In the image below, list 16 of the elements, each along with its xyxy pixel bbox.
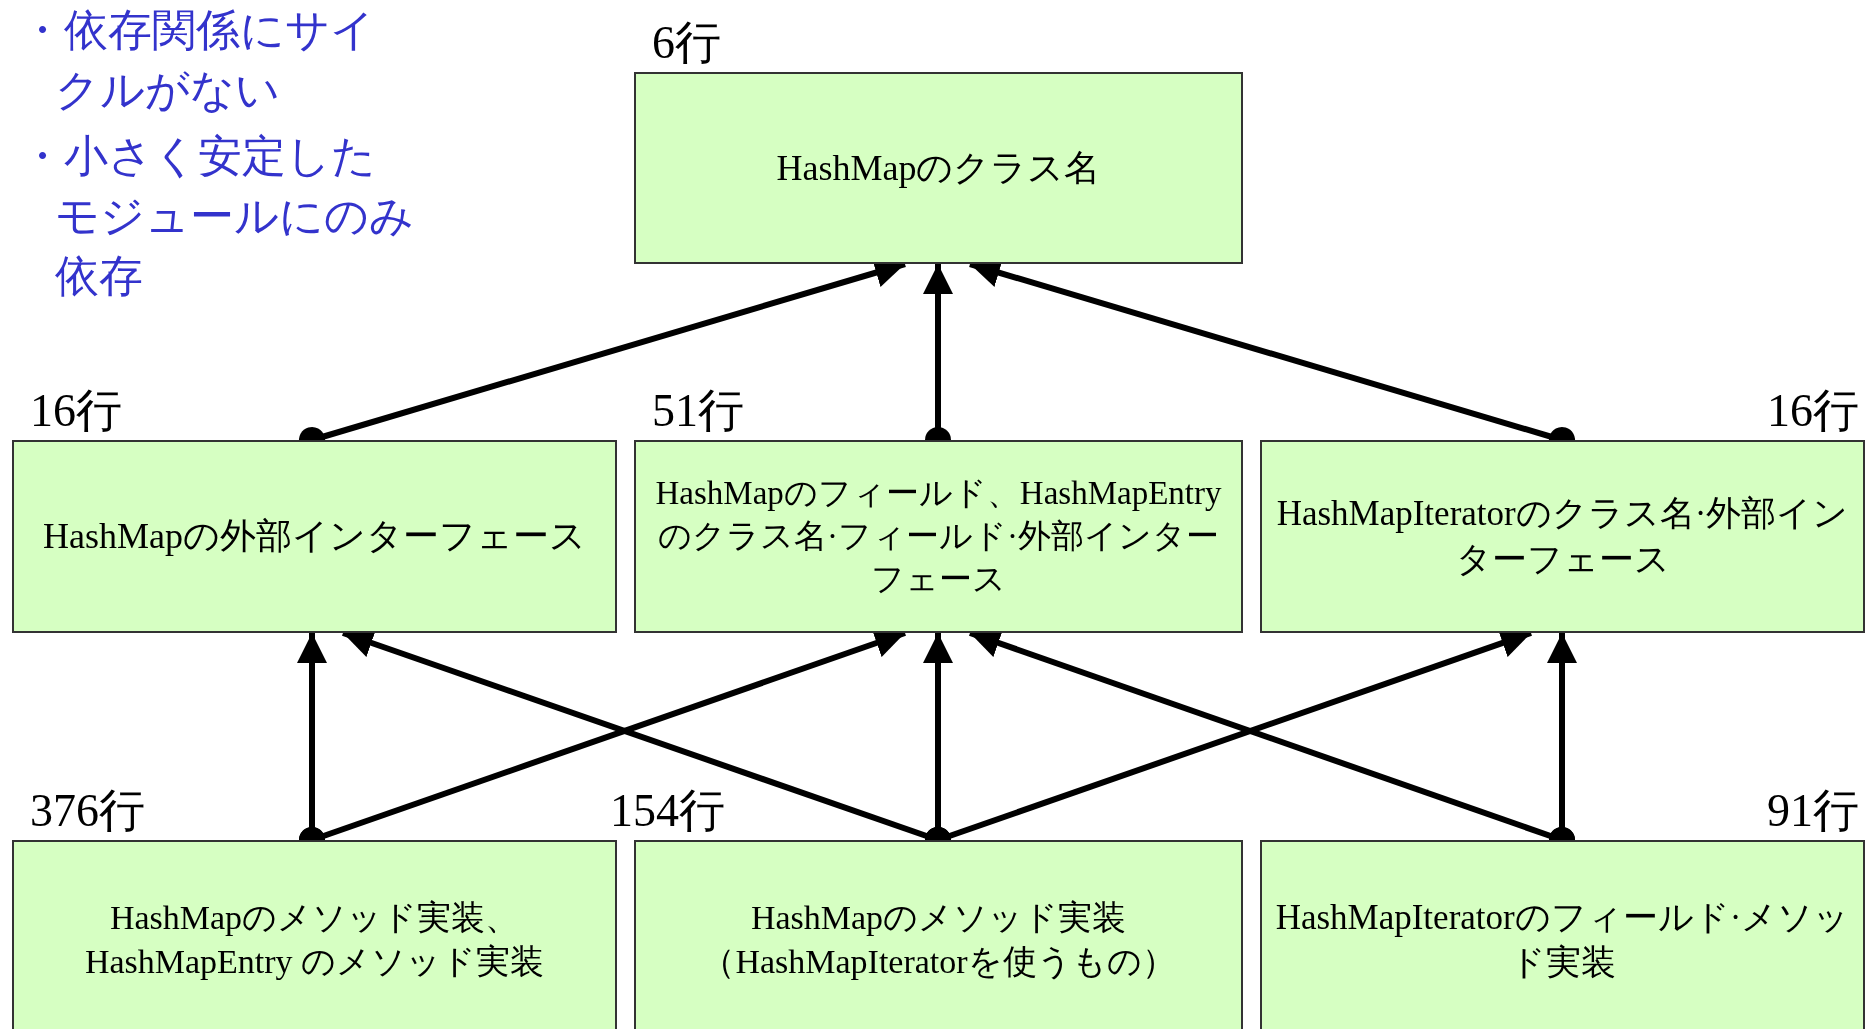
note-text: ・依存関係にサイクルがない	[20, 3, 376, 117]
line-count: 91行	[1767, 784, 1859, 838]
line-count: 154行	[610, 784, 725, 838]
module-description: HashMapのメソッド実装（HashMapIteratorを使うもの）	[700, 897, 1177, 982]
module-description: HashMapの外部インターフェース	[43, 515, 586, 559]
module-description: HashMapのメソッド実装、HashMapEntry のメソッド実装	[83, 897, 546, 982]
module-description: HashMapのクラス名	[776, 146, 1101, 190]
note-text: ・小さく安定したモジュールにのみ依存	[20, 129, 416, 303]
line-count: 16行	[1767, 384, 1859, 438]
line-count: 51行	[652, 384, 744, 438]
line-count: 16行	[30, 384, 122, 438]
module-description: HashMapIteratorのクラス名·外部インターフェース	[1275, 493, 1850, 581]
line-count: 376行	[30, 784, 145, 838]
module-description: HashMapのフィールド、HashMapEntryのクラス名·フィールド·外部インターフェース	[654, 474, 1223, 599]
line-count: 6行	[652, 16, 721, 70]
module-description: HashMapIteratorのフィールド·メソッド実装	[1274, 896, 1851, 984]
